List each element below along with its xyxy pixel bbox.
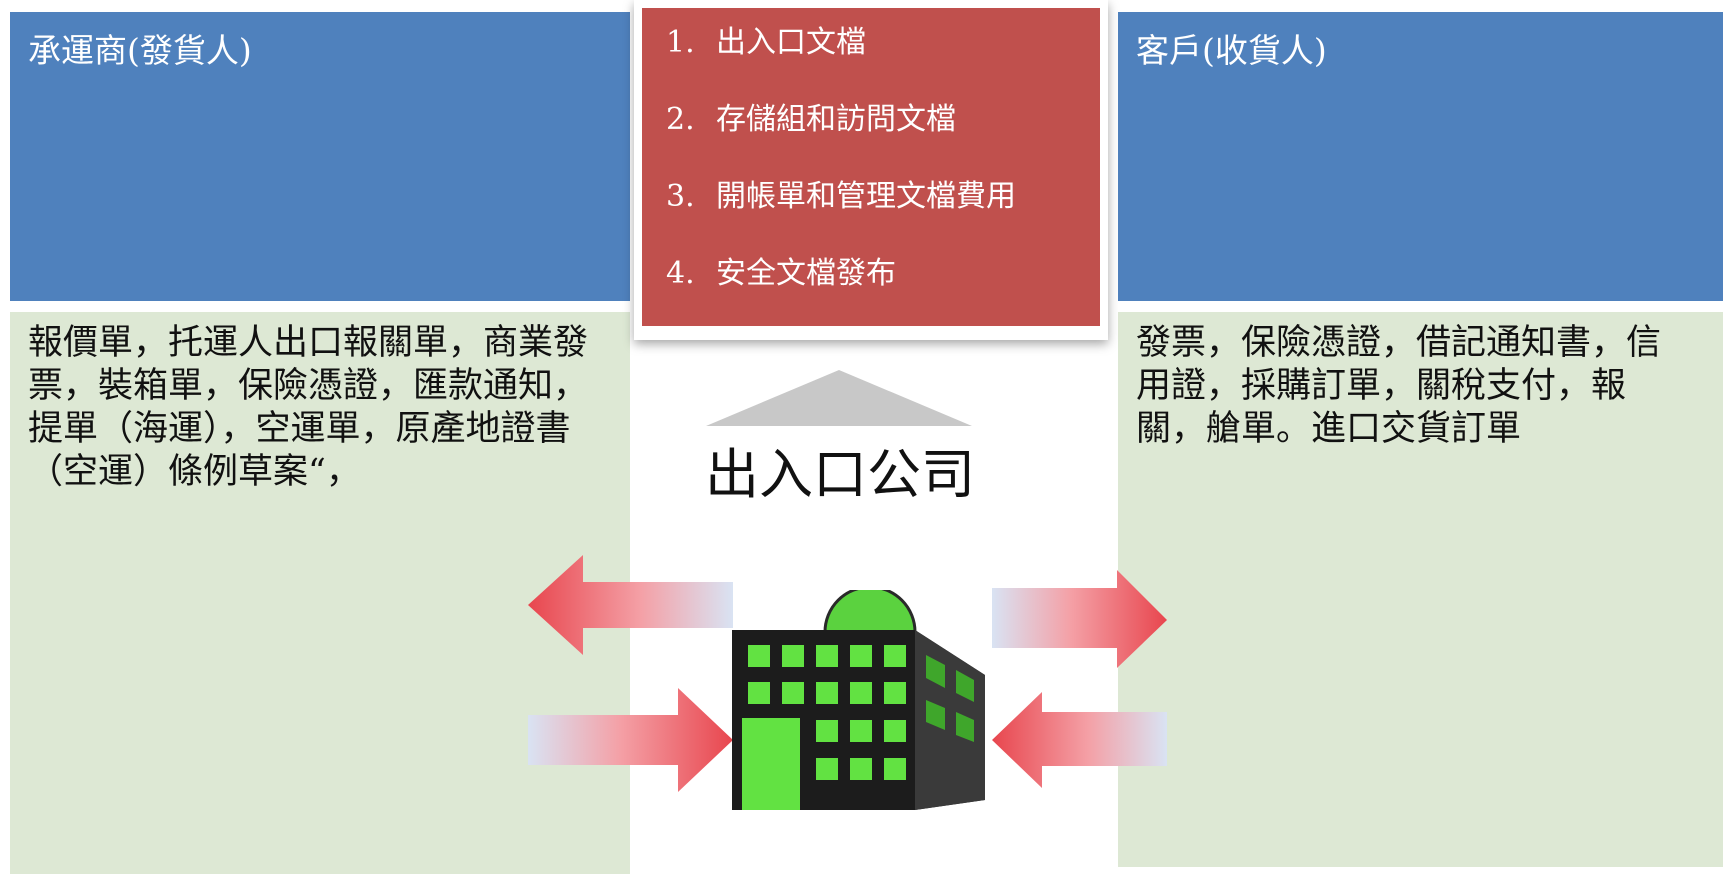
carrier-header: 承運商(發貨人) xyxy=(10,12,630,301)
customer-header: 客戶(收貨人) xyxy=(1118,12,1723,301)
carrier-documents-panel: 報價單，托運人出口報關單，商業發票，裝箱單，保險憑證，匯款通知，提單（海運），空… xyxy=(10,312,630,874)
service-item: 4. 安全文檔發布 xyxy=(666,249,1100,326)
arrow-left-top-icon xyxy=(528,555,733,655)
services-card: 1. 出入口文檔 2. 存儲組和訪問文檔 3. 開帳單和管理文檔費用 4. 安全文檔發布 xyxy=(634,0,1108,340)
arrow-left-bottom-icon xyxy=(992,692,1167,788)
service-label: 開帳單和管理文檔費用 xyxy=(716,179,1016,214)
building-icon xyxy=(732,590,985,810)
customer-title: 客戶(收貨人) xyxy=(1136,31,1327,70)
company-label: 出入口公司 xyxy=(705,443,975,506)
customer-documents: 發票，保險憑證，借記通知書，信用證，採購訂單，關稅支付，報關，艙單。進口交貨訂單 xyxy=(1136,323,1662,449)
service-label: 存儲組和訪問文檔 xyxy=(716,102,956,137)
carrier-documents: 報價單，托運人出口報關單，商業發票，裝箱單，保險憑證，匯款通知，提單（海運），空… xyxy=(28,323,589,492)
service-item: 2. 存儲組和訪問文檔 xyxy=(666,95,1100,172)
service-number: 4. xyxy=(666,256,695,291)
carrier-title: 承運商(發貨人) xyxy=(28,31,252,70)
customer-documents-panel: 發票，保險憑證，借記通知書，信用證，採購訂單，關稅支付，報關，艙單。進口交貨訂單 xyxy=(1118,312,1723,867)
service-number: 3. xyxy=(666,179,695,214)
service-label: 出入口文檔 xyxy=(716,25,866,60)
service-number: 1. xyxy=(666,25,695,60)
services-box: 1. 出入口文檔 2. 存儲組和訪問文檔 3. 開帳單和管理文檔費用 4. 安全文檔發布 xyxy=(642,8,1100,326)
service-label: 安全文檔發布 xyxy=(716,256,896,291)
arrow-right-bottom-icon xyxy=(528,688,733,792)
service-item: 3. 開帳單和管理文檔費用 xyxy=(666,172,1100,249)
pyramid-triangle-icon xyxy=(706,370,972,426)
arrow-right-top-icon xyxy=(992,570,1167,668)
services-list: 1. 出入口文檔 2. 存儲組和訪問文檔 3. 開帳單和管理文檔費用 4. 安全文檔發布 xyxy=(666,18,1100,326)
service-item: 1. 出入口文檔 xyxy=(666,18,1100,95)
service-number: 2. xyxy=(666,102,695,137)
